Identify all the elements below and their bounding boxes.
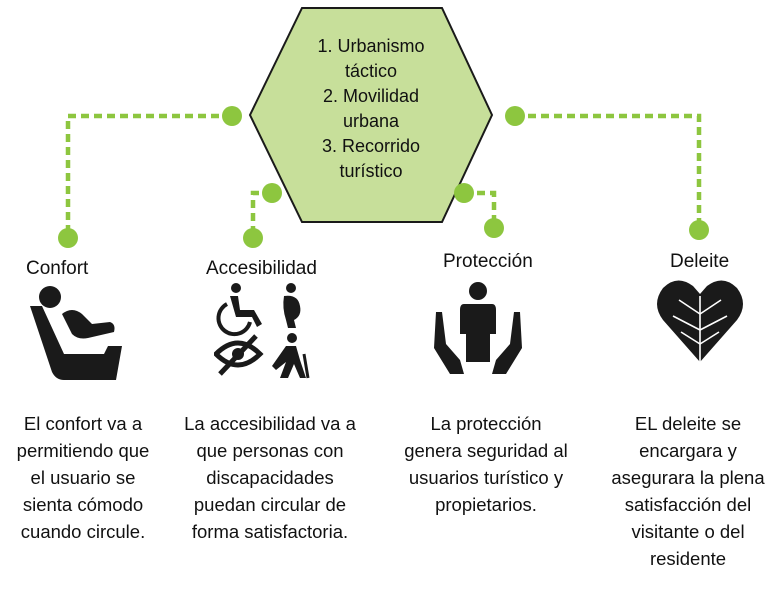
- leaf-heart-icon: [657, 280, 743, 362]
- title-deleite: Deleite: [670, 251, 730, 272]
- description-proteccion: La protección genera seguridad al usuari…: [404, 413, 568, 515]
- protected-person-hands-icon: [434, 282, 522, 374]
- node-dot: [262, 183, 282, 203]
- title-accesibilidad: Accesibilidad: [206, 258, 317, 279]
- connector-deleite: [515, 113, 702, 230]
- node-dot: [222, 106, 242, 126]
- connector-confort: [65, 113, 232, 238]
- center-hexagon: [248, 7, 494, 223]
- hexagon-item-1: 1. Urbanismo táctico: [317, 36, 425, 81]
- connector-proteccion: [464, 190, 497, 228]
- hexagon-item-2: 2. Movilidad urbana: [322, 86, 420, 131]
- node-dot: [689, 220, 709, 240]
- title-confort: Confort: [26, 258, 89, 279]
- description-accesibilidad: La accesibilidad va a que personas con d…: [184, 413, 356, 542]
- node-dot: [454, 183, 474, 203]
- reclining-person-icon: [30, 286, 122, 380]
- description-confort: El confort va a permitiendo que el usuar…: [16, 413, 150, 542]
- node-dot: [243, 228, 263, 248]
- hexagon-list: 1. Urbanismo táctico 2. Movilidad urbana…: [296, 34, 446, 184]
- description-deleite: EL deleite se encargara y asegurara la p…: [611, 413, 765, 569]
- accessibility-icon: [214, 283, 310, 379]
- node-dot: [505, 106, 525, 126]
- title-proteccion: Protección: [443, 251, 533, 272]
- node-dot: [58, 228, 78, 248]
- hexagon-item-3: 3. Recorrido turístico: [321, 136, 421, 181]
- node-dot: [484, 218, 504, 238]
